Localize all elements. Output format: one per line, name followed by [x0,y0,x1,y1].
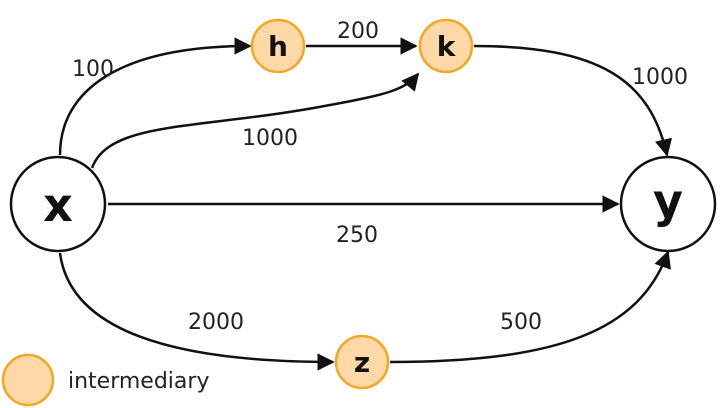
edge-x-z [58,252,335,371]
edge-weight-x-h: 100 [72,57,114,82]
node-h-label: h [268,30,288,63]
edge-weight-x-z: 2000 [188,310,244,335]
node-h-circle [250,18,306,74]
legend: intermediary [1,353,209,407]
edge-weight-k-y: 1000 [632,65,688,90]
edge-k-y [473,44,673,157]
node-k: k [418,18,474,74]
edge-x-k [90,72,420,169]
legend-label: intermediary [68,369,209,394]
node-z: z [334,334,390,390]
node-k-circle [418,18,474,74]
edge-x-h [58,37,252,156]
edge-weight-x-k: 1000 [242,126,298,151]
node-k-label: k [437,30,457,63]
edge-weight-x-y: 250 [336,223,378,248]
edge-z-y [389,250,671,364]
legend-swatch [1,353,55,407]
node-x: x [9,155,107,253]
node-x-label: x [43,178,73,232]
node-z-label: z [354,346,370,379]
node-y-label: y [653,174,683,228]
edge-weight-h-k: 200 [337,19,379,44]
node-y: y [619,155,717,253]
node-z-circle [334,334,390,390]
node-h: h [250,18,306,74]
edge-weight-z-y: 500 [500,310,542,335]
